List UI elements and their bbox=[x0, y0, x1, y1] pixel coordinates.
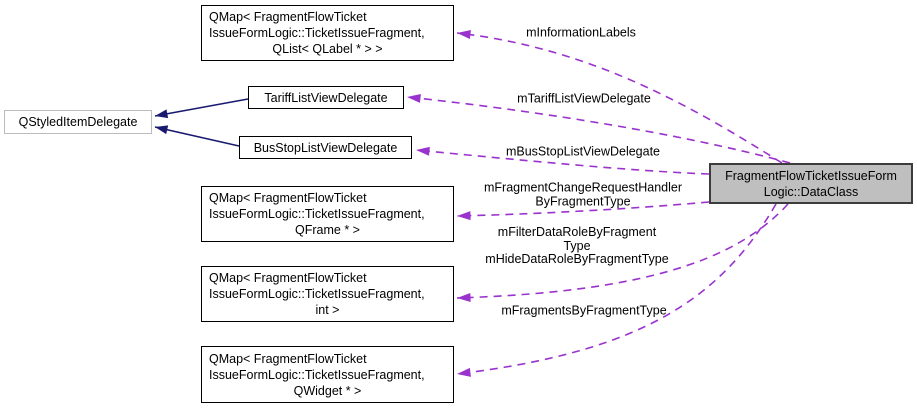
edge-label-line: mFilterDataRoleByFragment bbox=[497, 224, 657, 239]
edge-label-mfragmentchangerequesthandler: mFragmentChangeRequestHandler ByFragment… bbox=[483, 180, 683, 209]
node-label-line: IssueFormLogic::TicketIssueFragment, bbox=[209, 287, 425, 301]
node-label-line: FragmentFlowTicketIssueForm bbox=[725, 168, 897, 183]
node-label: BusStopListViewDelegate bbox=[253, 140, 398, 155]
edge-label-line: mFragmentChangeRequestHandler bbox=[483, 180, 683, 195]
node-label-line: QMap< FragmentFlowTicket bbox=[209, 351, 367, 366]
edge-label-mfilter-mhide-dataroles: mFilterDataRoleByFragment Type mHideData… bbox=[485, 224, 669, 267]
edge-label-line: Type bbox=[563, 238, 591, 253]
node-label-line: QList< QLabel * > > bbox=[272, 42, 383, 56]
node-qmap-ticketissuefragment-qwidget[interactable]: QMap< FragmentFlowTicket IssueFormLogic:… bbox=[201, 346, 454, 403]
edge-label-minformationlabels: mInformationLabels bbox=[526, 26, 636, 40]
edge-inheritance-tariff bbox=[154, 98, 249, 119]
node-label-line: QFrame * > bbox=[295, 223, 360, 237]
edge-label-line: mBusStopListViewDelegate bbox=[505, 144, 661, 159]
edge-label-mfragmentsbyfragmenttype: mFragmentsByFragmentType bbox=[501, 304, 666, 318]
node-qmap-ticketissuefragment-qframe[interactable]: QMap< FragmentFlowTicket IssueFormLogic:… bbox=[201, 186, 454, 242]
node-label-line: QWidget * > bbox=[293, 383, 362, 398]
node-label-line: QMap< FragmentFlowTicket bbox=[209, 191, 367, 205]
node-label-line: QMap< FragmentFlowTicket bbox=[209, 271, 367, 285]
node-qmap-ticketissuefragment-qlabel-list[interactable]: QMap< FragmentFlowTicket IssueFormLogic:… bbox=[201, 5, 454, 61]
node-label-line: IssueFormLogic::TicketIssueFragment, bbox=[209, 207, 425, 221]
edge-label-line: mFragmentsByFragmentType bbox=[501, 303, 667, 318]
edge-label-mbusstoplistviewdelegate: mBusStopListViewDelegate bbox=[506, 145, 660, 159]
node-label-line: IssueFormLogic::TicketIssueFragment, bbox=[209, 367, 425, 382]
edge-label-line: ByFragmentType bbox=[535, 194, 631, 208]
node-label-line: int > bbox=[315, 303, 340, 317]
node-label-line: IssueFormLogic::TicketIssueFragment, bbox=[209, 26, 425, 40]
node-qstyleditemdelegate: QStyledItemDelegate bbox=[4, 110, 152, 134]
edge-mbusstoplistviewdelegate bbox=[415, 146, 710, 175]
node-label: QStyledItemDelegate bbox=[18, 115, 138, 129]
node-busstoplistviewdelegate[interactable]: BusStopListViewDelegate bbox=[239, 136, 412, 159]
node-label-line: Logic::DataClass bbox=[763, 184, 859, 199]
node-fragmentflowticketissueformlogic-dataclass: FragmentFlowTicketIssueForm Logic::DataC… bbox=[709, 163, 913, 204]
node-tarifflistviewdelegate[interactable]: TariffListViewDelegate bbox=[248, 86, 404, 109]
edge-inheritance-busstop bbox=[154, 125, 240, 147]
node-label: TariffListViewDelegate bbox=[264, 90, 388, 105]
node-label-line: QMap< FragmentFlowTicket bbox=[209, 10, 367, 24]
edge-label-line: mTariffListViewDelegate bbox=[517, 91, 651, 106]
edge-label-mtarifflistviewdelegate: mTariffListViewDelegate bbox=[517, 92, 651, 106]
edge-mfragmentsbyfragmenttype bbox=[456, 203, 777, 377]
edge-mfragmentchangerequesthandler bbox=[456, 201, 710, 221]
edge-label-line: mHideDataRoleByFragmentType bbox=[485, 251, 669, 266]
node-qmap-ticketissuefragment-int[interactable]: QMap< FragmentFlowTicket IssueFormLogic:… bbox=[201, 266, 454, 322]
edge-mtarifflistviewdelegate bbox=[406, 93, 791, 164]
edge-minformationlabels bbox=[456, 30, 783, 164]
edge-label-line: mInformationLabels bbox=[526, 25, 636, 40]
edge-mfilter-mhide-dataroles bbox=[456, 203, 789, 303]
